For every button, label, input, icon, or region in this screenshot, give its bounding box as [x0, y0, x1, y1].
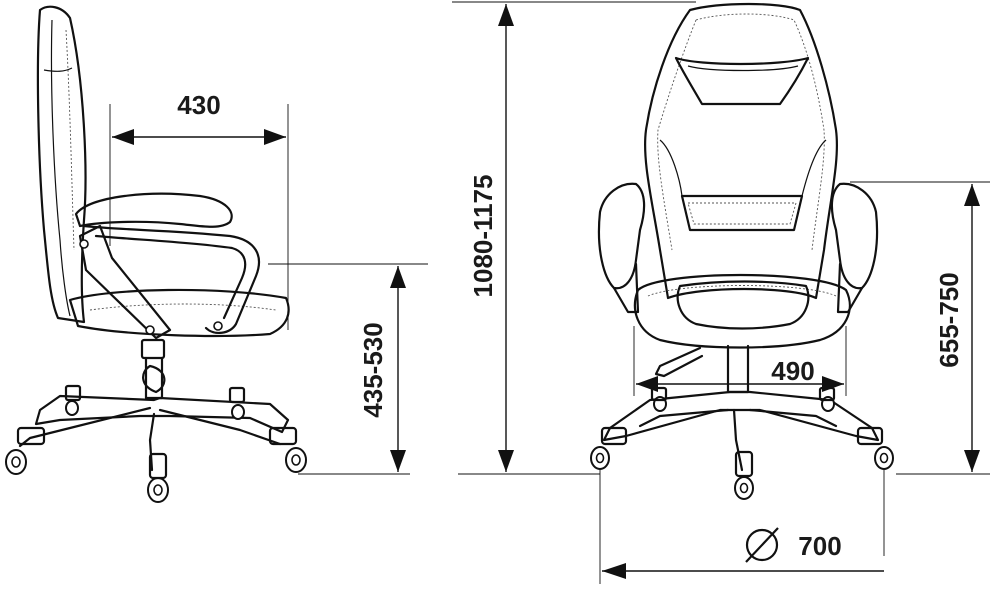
- front-view-chair: [590, 2, 894, 500]
- base-diameter-label: 700: [798, 531, 841, 561]
- side-seat: [68, 288, 290, 338]
- front-seat: [633, 273, 851, 349]
- diameter-symbol-icon: [745, 527, 779, 563]
- side-armrest: [74, 192, 233, 228]
- dim-armrest-height: 655-750: [850, 181, 990, 475]
- dim-seat-depth: 430: [109, 90, 289, 330]
- total-height-label: 1080-1175: [468, 175, 498, 298]
- front-left-armrest: [597, 182, 646, 290]
- dim-total-height: 1080-1175: [452, 1, 696, 475]
- side-base: [34, 394, 290, 434]
- seat-width-label: 490: [771, 356, 814, 386]
- seat-depth-label: 430: [177, 90, 220, 120]
- seat-height-label: 435-530: [358, 322, 388, 417]
- dim-seat-height: 435-530: [268, 263, 428, 475]
- dim-seat-width: 490: [633, 326, 847, 396]
- front-base: [602, 390, 880, 442]
- dim-base-diameter: 700: [599, 468, 885, 584]
- front-right-armrest: [830, 182, 879, 290]
- front-backrest: [643, 2, 839, 300]
- armrest-height-label: 655-750: [934, 272, 964, 367]
- side-view-chair: [5, 5, 307, 503]
- side-backrest: [36, 5, 87, 324]
